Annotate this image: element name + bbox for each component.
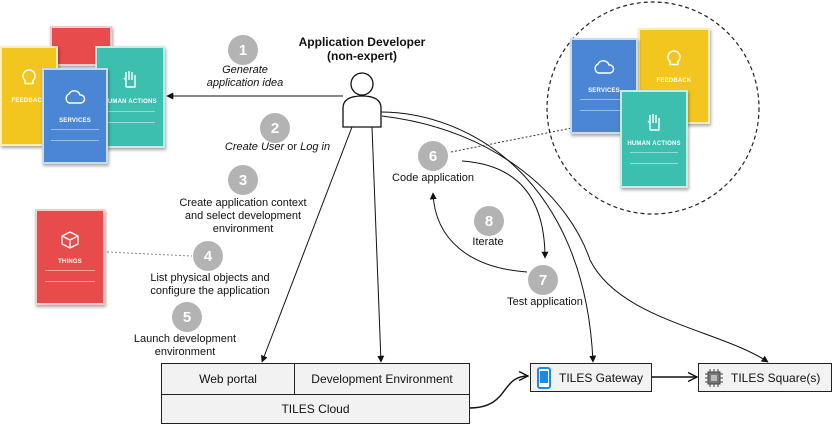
dev-env-box: Development Environment — [294, 363, 470, 395]
hand-icon — [123, 70, 136, 88]
actor-subtitle: (non-expert) — [327, 49, 397, 63]
lightbulb-icon — [22, 69, 36, 85]
cloud-icon — [65, 90, 86, 104]
card-services-left: SERVICES — [42, 68, 108, 164]
step-4-label-line2: configure the application — [150, 285, 270, 297]
leader-things — [106, 251, 193, 257]
card-services-right-name: SERVICES — [588, 87, 620, 94]
card-things: THINGS — [35, 209, 105, 305]
card-things-name: THINGS — [58, 258, 82, 265]
web-portal-box: Web portal — [161, 363, 295, 395]
actor-title: Application Developer — [298, 35, 426, 49]
step-2-log-in: Log in — [300, 141, 331, 153]
step-2-create-user: Create User — [224, 141, 285, 153]
step-badge-4: 4 — [193, 241, 223, 271]
tiles-gateway-label: TILES Gateway — [559, 370, 644, 385]
step-badge-8: 8 — [474, 206, 504, 236]
step-7-label: Test application — [507, 296, 583, 308]
step-3-label-line1: Create application context — [179, 197, 307, 209]
lightbulb-icon — [667, 50, 681, 66]
edge-square — [381, 115, 769, 363]
step-badge-1: 1 — [228, 35, 258, 65]
cube-icon — [61, 231, 79, 249]
card-feedback-left-name: FEEDBACK — [11, 97, 47, 104]
card-services-left-name: SERVICES — [59, 117, 91, 124]
tiles-cloud-label: TILES Cloud — [281, 402, 350, 416]
cards-zoom-circle — [546, 1, 760, 215]
tiles-square-label: TILES Square(s) — [731, 370, 821, 385]
step-5-label-line2: environment — [154, 346, 216, 358]
tiles-square-box: TILES Square(s) — [698, 363, 832, 392]
tiles-cloud-box: TILES Cloud — [161, 394, 470, 424]
edge-iterate — [429, 192, 528, 273]
card-feedback-right-name: FEEDBACK — [656, 77, 692, 84]
card-human-actions-right: HUMAN ACTIONS — [620, 90, 688, 188]
step-3-label-line3: environment — [212, 223, 274, 235]
smartphone-icon — [537, 366, 551, 389]
step-badge-3: 3 — [228, 165, 258, 195]
tiles-gateway-box: TILES Gateway — [530, 363, 652, 392]
step-3-label-line2: and select development — [184, 210, 302, 222]
step-1-label-line2: application idea — [206, 77, 284, 89]
chip-icon — [705, 368, 723, 387]
step-badge-2: 2 — [260, 113, 290, 143]
step-1-label-line1: Generate — [222, 64, 268, 76]
step-2-label: Create User or Log in — [205, 141, 350, 154]
card-human-actions-left-name: HUMAN ACTIONS — [103, 98, 157, 105]
edge-web-portal — [260, 126, 353, 363]
step-6-label: Code application — [392, 172, 474, 184]
dev-env-label: Development Environment — [311, 372, 453, 386]
step-badge-7: 7 — [528, 265, 558, 295]
web-portal-label: Web portal — [199, 372, 257, 386]
step-4-label-line1: List physical objects and — [150, 272, 270, 284]
step-badge-5: 5 — [172, 302, 202, 332]
leader-cards — [450, 126, 578, 153]
edge-dev-env — [371, 126, 385, 363]
edge-code-test — [461, 160, 549, 259]
step-badge-6: 6 — [418, 141, 448, 171]
hand-icon — [647, 113, 660, 131]
edge-gateway — [379, 111, 597, 363]
edge-cloud-gateway — [469, 376, 528, 408]
developer-actor-icon — [342, 72, 382, 128]
step-8-label: Iterate — [472, 236, 504, 248]
card-human-actions-right-name: HUMAN ACTIONS — [627, 140, 681, 147]
step-2-or: or — [284, 141, 301, 153]
step-5-label-line1: Launch development — [133, 333, 237, 345]
cloud-icon — [594, 60, 615, 74]
